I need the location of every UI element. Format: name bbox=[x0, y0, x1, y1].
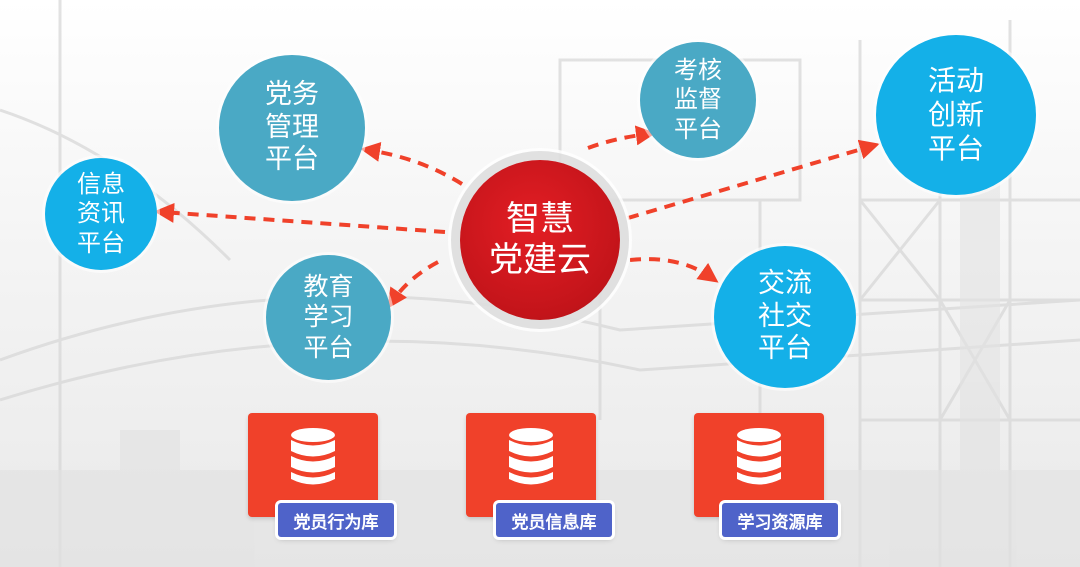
arrow-to-social bbox=[629, 257, 719, 283]
platform-label-line: 平台 bbox=[77, 228, 125, 257]
platform-label-line: 信息 bbox=[77, 170, 125, 199]
platform-label-line: 教育 bbox=[303, 271, 354, 301]
platform-label-line: 平台 bbox=[303, 332, 354, 362]
platform-label-line: 平台 bbox=[674, 114, 722, 143]
education-platform[interactable]: 教育 学习 平台 bbox=[266, 255, 391, 380]
platform-label-line: 社交 bbox=[758, 300, 812, 332]
database-card-member-info[interactable] bbox=[466, 413, 596, 517]
platform-label-line: 活动 bbox=[927, 63, 984, 97]
platform-label-line: 创新 bbox=[927, 97, 984, 131]
database-icon bbox=[509, 428, 553, 485]
platform-label-line: 交流 bbox=[758, 267, 812, 299]
information-platform[interactable]: 信息 资讯 平台 bbox=[45, 158, 157, 270]
center-label-line: 智慧 bbox=[506, 198, 574, 239]
database-label-behavior: 党员行为库 bbox=[278, 503, 394, 537]
database-label-learning-resources: 学习资源库 bbox=[722, 503, 838, 537]
platform-label-line: 平台 bbox=[265, 144, 319, 176]
arrow-to-party-affairs bbox=[360, 141, 464, 186]
activity-platform[interactable]: 活动 创新 平台 bbox=[876, 35, 1036, 195]
platform-label-line: 平台 bbox=[927, 132, 984, 166]
platform-label-line: 考核 bbox=[674, 56, 722, 85]
party-affairs-platform[interactable]: 党务 管理 平台 bbox=[219, 55, 365, 201]
platform-label-line: 监督 bbox=[674, 85, 722, 114]
arrow-to-information bbox=[154, 202, 446, 234]
database-icon bbox=[291, 428, 335, 485]
center-label-line: 党建云 bbox=[489, 240, 591, 280]
arrow-to-activity bbox=[627, 139, 880, 220]
database-label-member-info: 党员信息库 bbox=[496, 503, 612, 537]
database-icon bbox=[737, 428, 781, 485]
arrow-to-education bbox=[387, 260, 439, 309]
platform-label-line: 学习 bbox=[303, 302, 354, 332]
arrow-to-assessment bbox=[587, 125, 656, 150]
platform-label-line: 管理 bbox=[265, 111, 319, 143]
database-card-behavior[interactable] bbox=[248, 413, 378, 517]
social-platform[interactable]: 交流 社交 平台 bbox=[714, 246, 856, 388]
platform-label-line: 党务 bbox=[265, 78, 319, 110]
database-card-learning-resources[interactable] bbox=[694, 413, 824, 517]
assessment-platform[interactable]: 考核 监督 平台 bbox=[640, 42, 756, 158]
platform-label-line: 资讯 bbox=[77, 199, 125, 228]
platform-label-line: 平台 bbox=[758, 333, 812, 365]
smart-party-cloud-center[interactable]: 智慧 党建云 bbox=[460, 160, 620, 320]
